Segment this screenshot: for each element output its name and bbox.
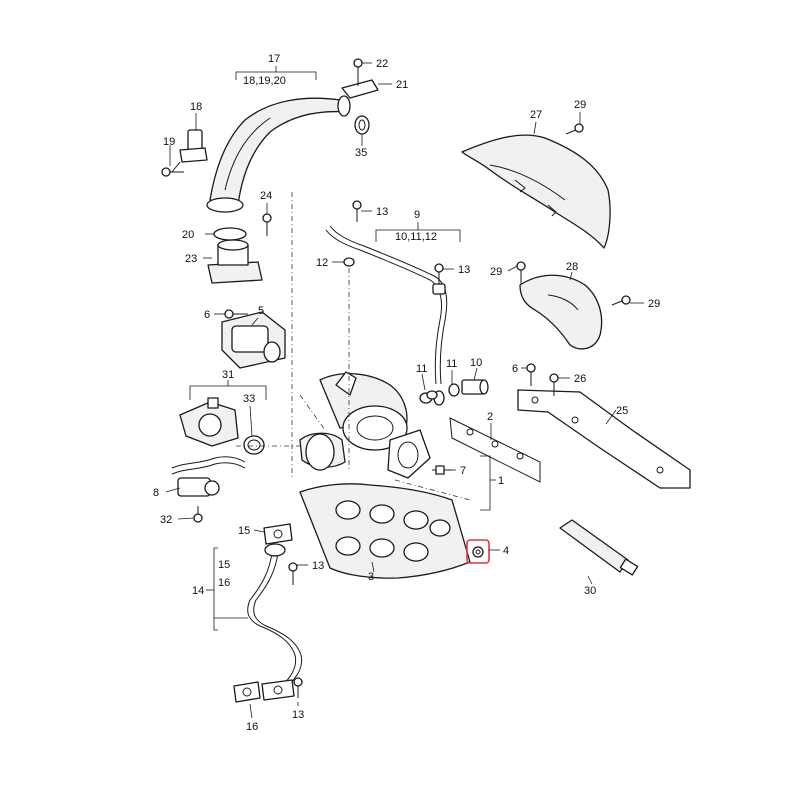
callout-4: 4 <box>503 545 509 557</box>
callout-23: 23 <box>185 253 197 265</box>
callout-13-top: 13 <box>376 206 388 218</box>
flange-lower[interactable] <box>261 679 295 701</box>
callout-26: 26 <box>574 373 586 385</box>
intake-pipe[interactable] <box>206 95 351 213</box>
callout-16-bottom: 16 <box>246 721 258 733</box>
callout-29-right: 29 <box>648 298 660 310</box>
callout-13-mid: 13 <box>458 264 470 276</box>
callout-11-left: 11 <box>416 363 427 375</box>
callout-13-lower: 13 <box>312 560 324 572</box>
callout-21: 21 <box>396 79 408 91</box>
callout-1: 1 <box>498 475 504 487</box>
callout-22: 22 <box>376 58 388 70</box>
callout-2: 2 <box>487 411 493 423</box>
gasket-16[interactable] <box>233 681 261 703</box>
washer-12[interactable] <box>343 257 355 267</box>
callout-31: 31 <box>222 369 234 381</box>
highlight-box <box>466 539 490 564</box>
callout-16-left: 16 <box>218 577 230 589</box>
gasket-2[interactable] <box>449 417 541 483</box>
callout-29-top: 29 <box>574 99 586 111</box>
callout-30: 30 <box>584 585 596 597</box>
heat-shield-28[interactable] <box>519 274 603 350</box>
leader-lines <box>165 62 644 719</box>
actuator-5[interactable] <box>221 311 286 369</box>
bolt-29-top[interactable] <box>565 123 584 135</box>
oil-line-9[interactable] <box>325 225 448 406</box>
turbocharger[interactable] <box>299 371 431 479</box>
bolt-13-top[interactable] <box>352 200 362 222</box>
gasket-15-top[interactable] <box>263 523 293 545</box>
callout-15-left: 15 <box>218 559 230 571</box>
hose-8[interactable] <box>171 456 246 497</box>
callout-labels: 17 18,19,20 22 21 35 18 19 24 20 23 27 2… <box>153 53 660 733</box>
bolt-29-right[interactable] <box>611 295 631 306</box>
heat-shield-27[interactable] <box>461 134 611 249</box>
callout-6-left: 6 <box>204 309 210 321</box>
callout-11-right: 11 <box>446 358 457 370</box>
callout-9: 9 <box>414 209 420 221</box>
adapter-23[interactable] <box>207 239 263 284</box>
fitting-10[interactable] <box>461 379 489 395</box>
nut-4[interactable] <box>472 546 484 558</box>
bolt-13-bottom[interactable] <box>293 677 303 698</box>
bolt-13-lower-mid[interactable] <box>288 562 298 585</box>
callout-6-right: 6 <box>512 363 518 375</box>
bolt-24[interactable] <box>262 213 272 236</box>
callout-17: 17 <box>268 53 280 65</box>
bolt-32[interactable] <box>193 506 203 523</box>
callout-3: 3 <box>368 571 374 583</box>
callout-12: 12 <box>316 257 328 269</box>
bolt-13-mid[interactable] <box>434 263 444 284</box>
washer-11b[interactable] <box>448 383 460 397</box>
bolt-19[interactable] <box>161 167 184 177</box>
assembly-lines <box>236 192 471 501</box>
callout-10-12: 10,11,12 <box>395 231 437 243</box>
pipe-bracket[interactable] <box>341 58 379 99</box>
callout-20: 20 <box>182 229 194 241</box>
callout-8: 8 <box>153 487 159 499</box>
exhaust-manifold-3[interactable] <box>299 483 471 579</box>
bracket-25[interactable] <box>517 389 691 489</box>
bolt-6-right[interactable] <box>526 363 536 386</box>
callout-28: 28 <box>566 261 578 273</box>
washer-11a[interactable] <box>426 390 438 400</box>
coolant-line-14[interactable] <box>247 543 303 689</box>
callout-35: 35 <box>355 147 367 159</box>
o-ring-35[interactable] <box>354 115 370 135</box>
sealant-tube-30[interactable] <box>559 519 639 576</box>
callout-25: 25 <box>616 405 628 417</box>
callout-18: 18 <box>190 101 202 113</box>
sensor-18[interactable] <box>171 129 208 173</box>
valve-31[interactable] <box>179 397 239 447</box>
callout-24: 24 <box>260 190 272 202</box>
o-ring-33[interactable] <box>243 435 265 455</box>
o-ring-20[interactable] <box>213 227 247 241</box>
callout-18-20: 18,19,20 <box>243 75 286 87</box>
callout-27: 27 <box>530 109 542 121</box>
callout-7: 7 <box>460 465 466 477</box>
callout-14: 14 <box>192 585 204 597</box>
callout-10: 10 <box>470 357 482 369</box>
callout-15-top: 15 <box>238 525 250 537</box>
callout-29-left: 29 <box>490 266 502 278</box>
callout-5: 5 <box>258 305 264 317</box>
callout-19: 19 <box>163 136 175 148</box>
bolt-29-left[interactable] <box>516 261 526 284</box>
callout-33: 33 <box>243 393 255 405</box>
callout-32: 32 <box>160 514 172 526</box>
callout-13-bottom: 13 <box>292 709 304 721</box>
